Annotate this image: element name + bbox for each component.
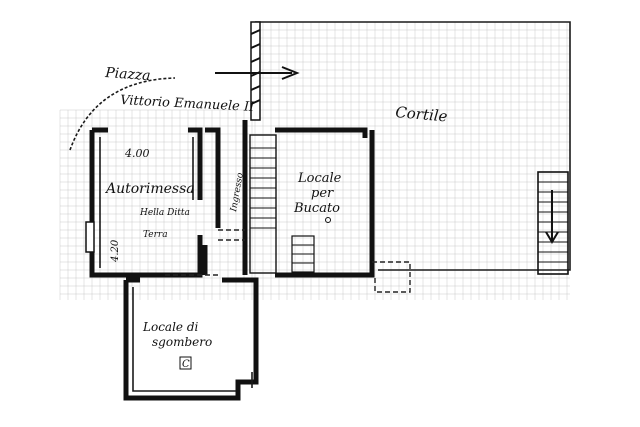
piazza-name-label: Vittorio Emanuele II [120,93,256,115]
piazza-arc [69,77,176,151]
autorimessa-walls [89,127,203,278]
piazza-label: Piazza [104,65,151,84]
corridor-wall-left [202,127,221,275]
room-marker-box [179,356,192,370]
corridor-walls [242,120,375,278]
graph-grid [59,21,570,300]
locale-bucato-label-1: Locale [297,171,342,186]
sgombero-walls [123,277,259,401]
sgombero-label-2: sgombero [152,335,212,349]
dimension-width: 4.00 [124,147,150,160]
dimension-height: 4.20 [110,239,121,263]
stair [249,134,277,274]
locale-bucato-label-3: Bucato [293,201,340,216]
autorimessa-label: Autorimessa [104,181,195,197]
autorimessa-inner [99,137,194,268]
drain-point [325,217,331,223]
dashed-opening-1 [218,229,245,241]
terra-note: Terra [143,230,168,240]
sgombero-label-1: Locale di [142,320,199,334]
external-stair [537,171,569,275]
entrance-gate [250,21,261,121]
cortile-label: Cortile [395,103,449,125]
entrance-arrow [215,66,300,80]
stair-lower [291,235,315,273]
garage-door [85,221,95,253]
locale-bucato-label-2: per [311,186,334,201]
room-marker: C [182,359,190,370]
dashed-opening-3 [372,261,411,293]
sgombero-inner [132,287,253,392]
ditta-note: Hella Ditta [139,208,190,218]
